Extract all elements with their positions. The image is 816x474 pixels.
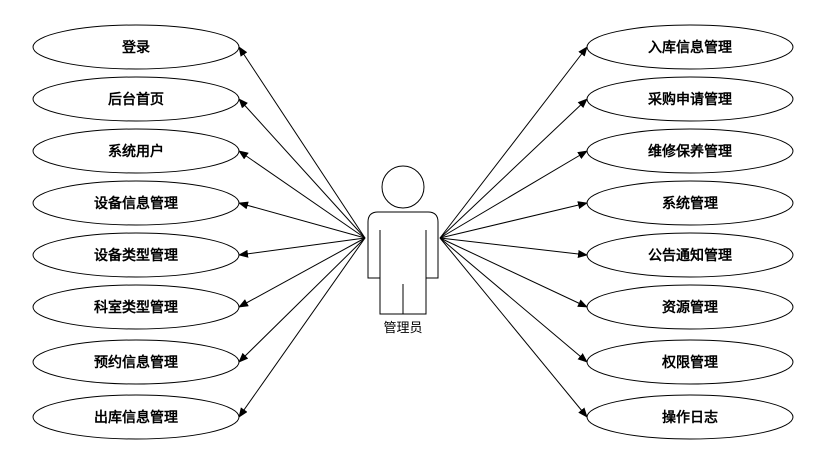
use-case-label: 设备信息管理 <box>94 195 178 212</box>
association-arrow-left-4 <box>238 201 366 239</box>
use-case-ellipse <box>32 284 240 330</box>
use-case-label: 登录 <box>121 39 150 56</box>
use-case-ellipse <box>586 128 794 174</box>
actor-body <box>367 211 439 315</box>
association-arrow-right-4 <box>439 201 588 239</box>
use-case-right-1: 入库信息管理 <box>586 24 794 70</box>
use-case-label: 出库信息管理 <box>94 409 178 426</box>
association-arrow-right-6 <box>439 237 588 308</box>
use-case-ellipse <box>586 339 794 385</box>
use-case-ellipse <box>32 24 240 70</box>
use-case-right-2: 采购申请管理 <box>586 76 794 122</box>
actor-figure: 管理员 <box>367 165 439 336</box>
association-arrow-left-6 <box>238 237 366 308</box>
use-case-right-7: 权限管理 <box>586 339 794 385</box>
use-case-ellipse <box>586 24 794 70</box>
association-arrow-right-3 <box>439 150 588 239</box>
use-case-right-4: 系统管理 <box>586 180 794 226</box>
association-arrow-right-8 <box>439 237 588 418</box>
use-case-label: 公告通知管理 <box>648 247 732 264</box>
use-case-right-5: 公告通知管理 <box>586 232 794 278</box>
use-case-ellipse <box>586 180 794 226</box>
association-arrow-right-5 <box>439 237 588 258</box>
association-arrow-right-2 <box>439 98 588 239</box>
use-case-ellipse <box>32 128 240 174</box>
association-arrow-left-5 <box>238 237 366 258</box>
use-case-left-8: 出库信息管理 <box>32 394 240 440</box>
association-arrow-left-2 <box>238 98 366 239</box>
use-case-label: 资源管理 <box>662 299 718 316</box>
use-case-ellipse <box>32 180 240 226</box>
use-case-left-2: 后台首页 <box>32 76 240 122</box>
use-case-ellipse <box>32 232 240 278</box>
use-case-right-3: 维修保养管理 <box>586 128 794 174</box>
use-case-label: 权限管理 <box>661 354 718 371</box>
use-case-label: 科室类型管理 <box>94 299 178 316</box>
use-case-label: 入库信息管理 <box>648 39 732 56</box>
use-case-right-6: 资源管理 <box>586 284 794 330</box>
actor-label: 管理员 <box>383 321 422 336</box>
association-arrow-left-7 <box>238 237 366 363</box>
association-arrow-left-1 <box>238 46 366 239</box>
use-case-ellipse <box>586 284 794 330</box>
use-case-label: 后台首页 <box>108 91 164 108</box>
association-arrow-right-7 <box>439 237 588 363</box>
use-case-label: 采购申请管理 <box>647 91 732 108</box>
use-case-left-1: 登录 <box>32 24 240 70</box>
use-case-left-5: 设备类型管理 <box>32 232 240 278</box>
use-case-label: 操作日志 <box>662 409 718 426</box>
use-case-label: 系统管理 <box>662 195 718 212</box>
use-case-ellipse <box>32 76 240 122</box>
actor-head <box>381 165 425 209</box>
use-case-label: 维修保养管理 <box>648 143 732 160</box>
use-case-ellipse <box>32 394 240 440</box>
use-case-label: 设备类型管理 <box>94 247 178 264</box>
use-case-left-4: 设备信息管理 <box>32 180 240 226</box>
use-case-left-6: 科室类型管理 <box>32 284 240 330</box>
association-arrow-left-3 <box>238 150 366 239</box>
use-case-right-8: 操作日志 <box>586 394 794 440</box>
use-case-left-3: 系统用户 <box>32 128 240 174</box>
association-lines <box>238 46 588 418</box>
use-case-ellipse <box>586 394 794 440</box>
use-case-label: 预约信息管理 <box>94 354 178 371</box>
use-case-ellipse <box>586 232 794 278</box>
association-arrow-left-8 <box>238 237 366 418</box>
use-case-ellipse <box>32 339 240 385</box>
association-arrow-right-1 <box>439 46 588 239</box>
use-case-left-7: 预约信息管理 <box>32 339 240 385</box>
use-case-ellipse <box>586 76 794 122</box>
use-case-label: 系统用户 <box>108 143 164 160</box>
